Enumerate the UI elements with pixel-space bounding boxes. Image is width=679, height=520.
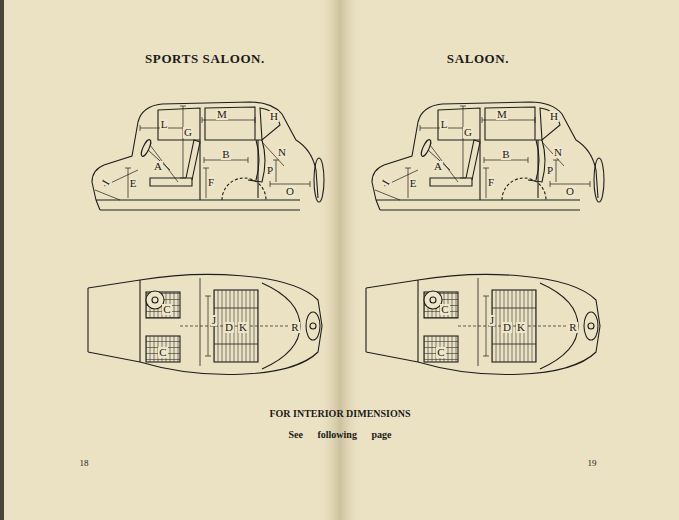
dimension-letter: A [153,161,163,172]
dimension-letter: B [221,149,230,160]
view-title: SPORTS SALOON. [145,52,265,65]
dimension-letter: J [489,315,495,326]
dimension-letter: F [207,177,215,188]
page-number: 19 [588,459,597,468]
dimension-letter: A [433,161,443,172]
dimension-letter: K [516,322,526,333]
dimension-letter: F [487,177,495,188]
dimension-letter: R [290,322,299,333]
dimension-letter: J [211,315,217,326]
dimension-letter: N [553,147,563,158]
dimension-letter: P [266,165,274,176]
page-number: 18 [80,459,89,468]
dimension-letter: N [277,147,287,158]
scan-edge [0,0,4,520]
dimension-letter: H [269,111,279,122]
dimension-letter: L [440,119,449,130]
dimension-letter: M [496,109,508,120]
dimension-letter: E [409,178,418,189]
dimension-letter: C [158,347,167,358]
dimension-letter: B [501,149,510,160]
dimension-letter: L [160,119,169,130]
view-title: SALOON. [447,52,509,65]
dimension-letter: M [216,109,228,120]
page-fold [318,0,362,520]
dimension-letter: C [162,304,171,315]
note-text: FOR INTERIOR DIMENSIONS [269,409,410,419]
dimension-letter: D [224,322,234,333]
dimension-letter: D [502,322,512,333]
sports-saloon-plan [88,275,322,375]
dimension-letter: R [568,322,577,333]
saloon-side [372,102,604,210]
saloon-plan [366,275,600,375]
dimension-letter: C [436,347,445,358]
dimension-letter: P [546,165,554,176]
dimension-letter: O [565,186,575,197]
dimension-letter: K [238,322,248,333]
note-text: See following page [289,430,392,440]
dimension-letter: E [129,178,138,189]
dimension-letter: G [183,127,193,138]
sports-saloon-side [92,102,324,210]
dimension-letter: O [285,186,295,197]
dimension-letter: H [549,111,559,122]
dimension-letter: C [440,304,449,315]
dimension-letter: G [463,127,473,138]
